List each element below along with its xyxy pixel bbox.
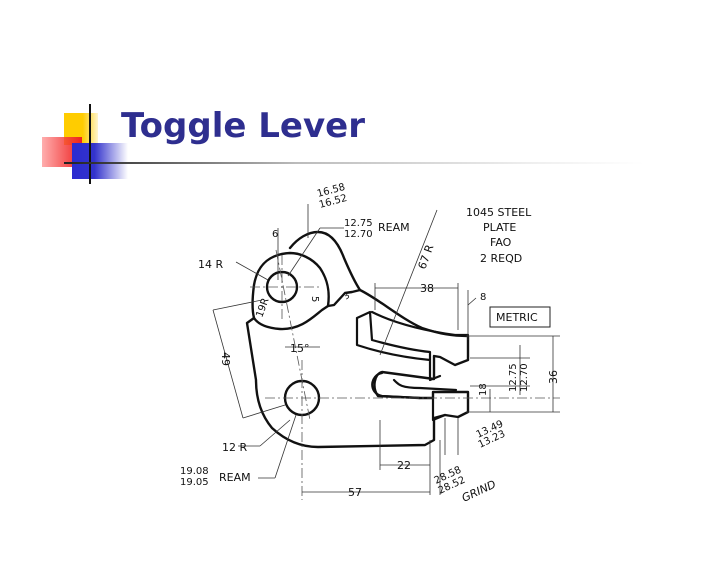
dim-bottom-hole-note: REAM: [219, 471, 251, 484]
dim-r67: 67 R: [416, 243, 437, 271]
dim-bottom-hole-lower: 19.05: [180, 477, 209, 488]
dim-top-hole-note: REAM: [378, 221, 410, 234]
lower-prong: [371, 371, 458, 422]
dim-six: 6: [272, 229, 278, 240]
note-plate: PLATE: [483, 221, 516, 234]
dim-top-hole-upper: 12.75: [344, 218, 373, 229]
toggle-lever-drawing: 1045 STEEL PLATE FAO 2 REQD METRIC 16.58…: [180, 182, 560, 505]
dim-49: 49: [219, 352, 232, 366]
dim-18: 18: [478, 383, 489, 396]
dim-8: 8: [480, 292, 486, 303]
dim-five: 5: [309, 296, 320, 302]
dim-gap-lower: 12.70: [519, 363, 530, 392]
note-fao: FAO: [490, 236, 512, 249]
dim-38: 38: [420, 282, 434, 295]
dim-r12: 12 R: [222, 441, 247, 454]
metric-box: [489, 306, 551, 328]
lever-outline: [245, 288, 470, 449]
upper-prong: [355, 310, 470, 382]
dim-gap-upper: 12.75: [508, 363, 519, 392]
upper-boss-outline: [251, 251, 330, 320]
note-metric: METRIC: [496, 311, 538, 324]
upper-arm-outline: [288, 230, 362, 292]
note-material: 1045 STEEL: [466, 206, 532, 219]
dim-36: 36: [547, 370, 560, 384]
dim-bottom-hole-upper: 19.08: [180, 466, 209, 477]
decor-blue-square: [72, 143, 128, 179]
dim-57: 57: [348, 486, 362, 499]
decor-vertical-line: [89, 104, 91, 184]
dim-chamfer: 3: [342, 291, 353, 302]
dim-angle: 15°: [290, 342, 310, 355]
slide-title: Toggle Lever: [121, 106, 365, 146]
top-hole: [265, 270, 299, 304]
dim-r19: 19R: [254, 297, 271, 319]
dim-22: 22: [397, 459, 411, 472]
note-qty: 2 REQD: [480, 252, 522, 265]
title-underline: [64, 162, 644, 164]
dim-top-hole-lower: 12.70: [344, 229, 373, 240]
dim-r14: 14 R: [198, 258, 223, 271]
